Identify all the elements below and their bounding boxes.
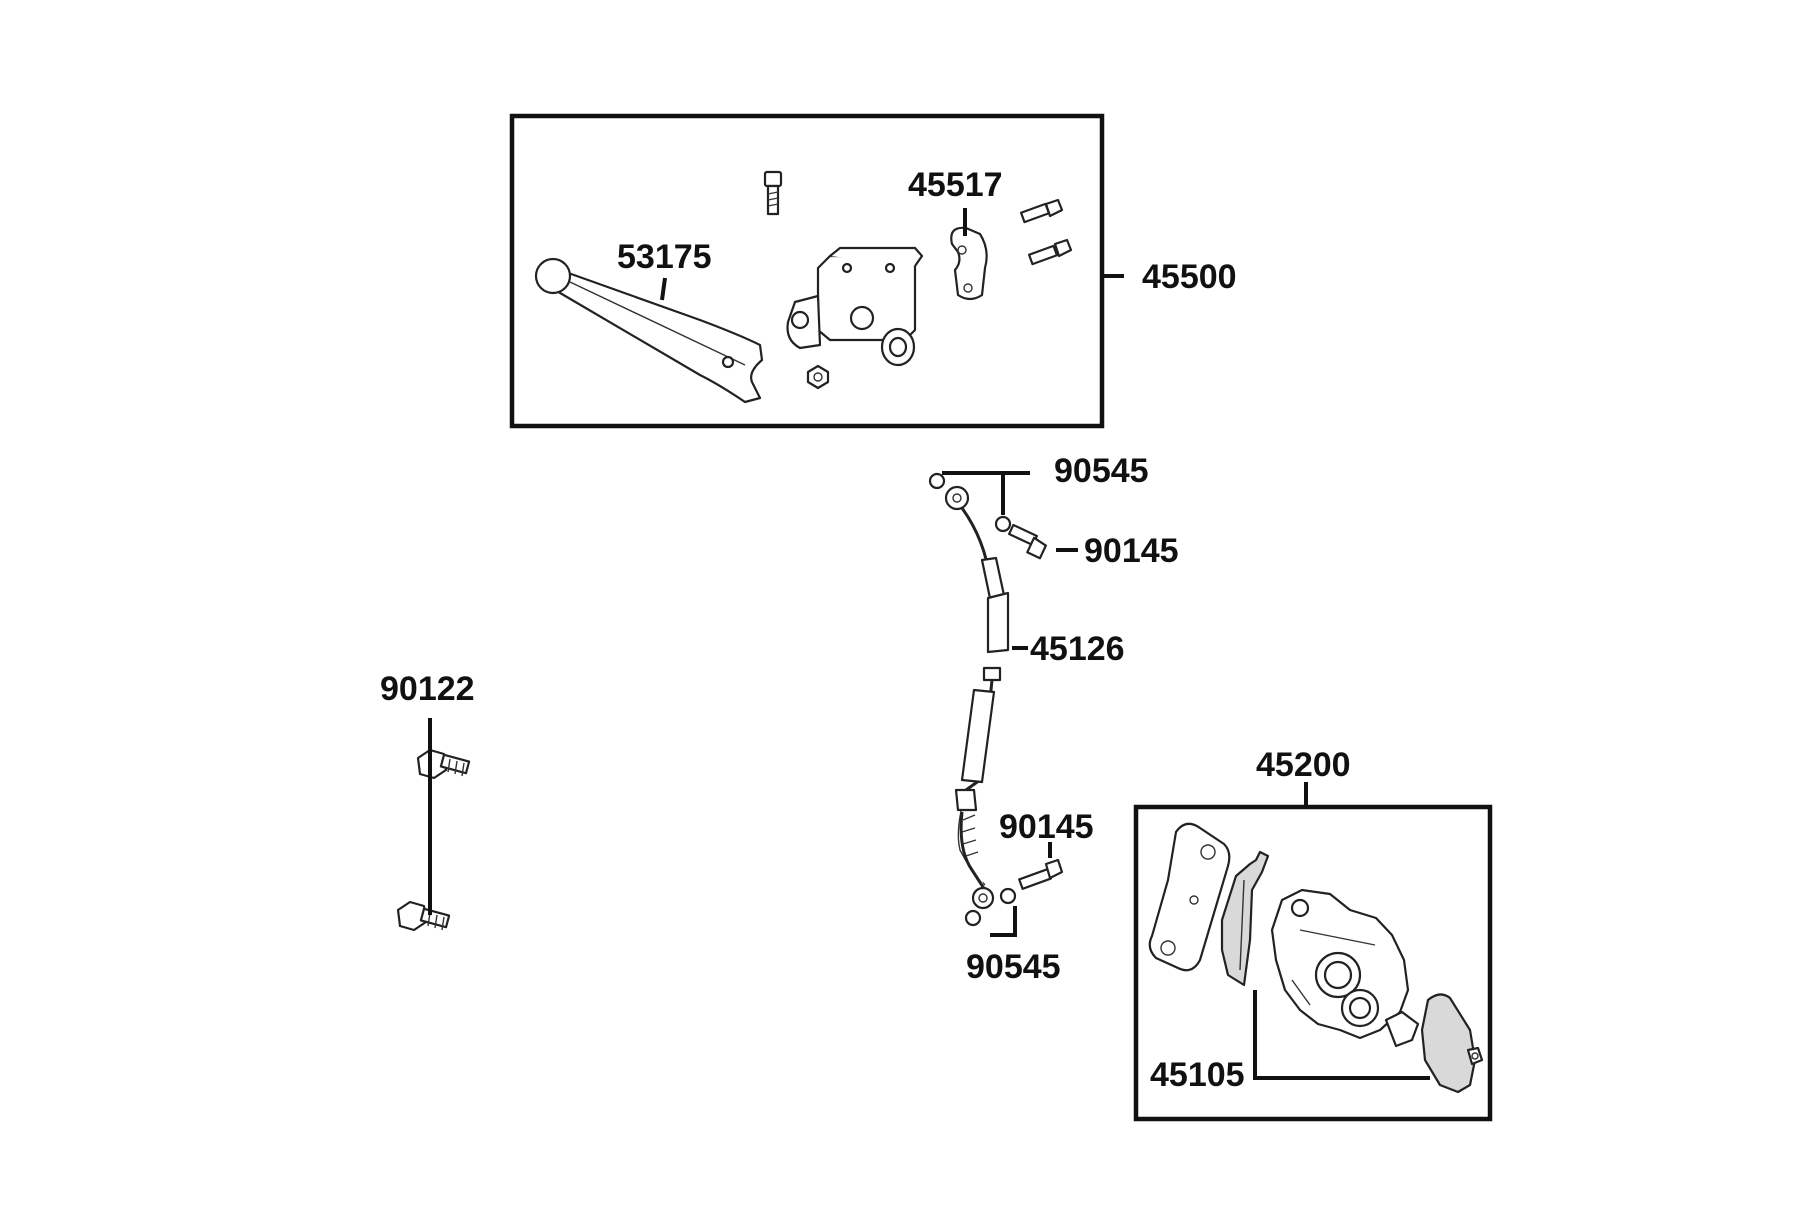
banjo-bolt-top: [1008, 523, 1047, 560]
banjo-bolt-bottom: [1018, 858, 1064, 890]
handlebar-clamp: [950, 226, 988, 301]
hose-braid-marks: [961, 814, 979, 857]
label-hose: 45126: [1030, 630, 1125, 668]
label-washer-top: 90545: [1054, 452, 1149, 490]
brake-lever: [534, 257, 764, 404]
brake-hose-group: 90545 90145 45126 90145 90545: [928, 452, 1179, 986]
hose-ferrule: [982, 666, 1002, 682]
hose-lower-ferrule: [954, 788, 978, 812]
caliper-bolt-upper: [416, 748, 471, 780]
pivot-pin: [763, 170, 783, 216]
label-master-assy: 45500: [1142, 258, 1237, 296]
caliper-group: 45200: [1133, 746, 1493, 1122]
brake-pad-inner: [1220, 850, 1270, 987]
label-clamp: 45517: [908, 166, 1003, 204]
leader-washer-bottom: [990, 906, 1017, 937]
label-bolt-bottom: 90145: [999, 808, 1094, 846]
master-cylinder-group: 53175 45517 45500: [509, 113, 1237, 429]
master-cylinder-body: [786, 246, 924, 367]
hose-lower-sleeve: [960, 688, 996, 784]
brake-pad-outer: [1420, 993, 1484, 1094]
hose-lower: [959, 811, 987, 891]
lever-nut: [806, 364, 830, 390]
label-bolt-top: 90145: [1084, 532, 1179, 570]
washer-top-2: [994, 515, 1012, 533]
caliper-bolts-group: 90122: [380, 670, 475, 932]
caliper-bolt-lower: [396, 900, 451, 932]
caliper-body: [1270, 888, 1420, 1048]
clamp-bolt-upper: [1019, 198, 1064, 224]
hose-banjo-top: [944, 485, 970, 511]
caliper-box: [1133, 804, 1493, 1122]
label-caliper-assy: 45200: [1256, 746, 1351, 784]
hose-banjo-bottom: [971, 886, 995, 910]
caliper-bracket: [1148, 822, 1231, 972]
washer-bottom-1: [999, 887, 1017, 905]
washer-top-1: [928, 472, 946, 490]
label-washer-bottom: 90545: [966, 948, 1061, 986]
clamp-bolt-lower: [1027, 238, 1073, 266]
washer-bottom-2: [964, 909, 982, 927]
label-caliper-bolts: 90122: [380, 670, 475, 708]
label-brake-pads: 45105: [1150, 1056, 1245, 1094]
label-lever: 53175: [617, 238, 712, 276]
hose-sleeve-mid: [986, 591, 1010, 654]
leader-brake-pads: [1253, 990, 1430, 1080]
master-cylinder-box: [509, 113, 1105, 429]
leader-lever: [660, 277, 667, 301]
